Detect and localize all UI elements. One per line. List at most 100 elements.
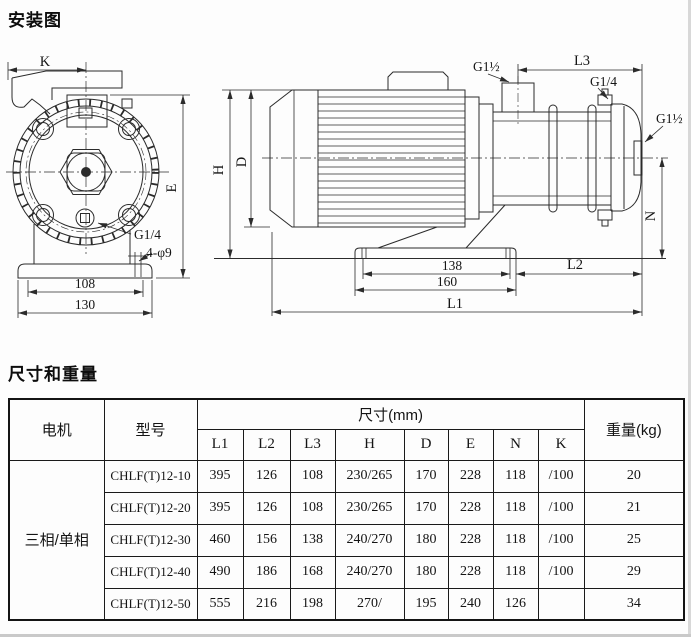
model-cell: CHLF(T)12-40	[103, 555, 198, 589]
dim-label-k: K	[40, 54, 51, 70]
dim-h	[222, 89, 292, 259]
header-size-mm: 尺寸(mm)	[196, 398, 585, 430]
cell-l1: 395	[196, 459, 244, 493]
dim-label-160: 160	[437, 274, 458, 289]
cell-n: 118	[492, 459, 539, 493]
cell-k: /100	[537, 491, 585, 525]
cell-l1: 490	[196, 555, 244, 589]
cell-weight: 21	[583, 491, 685, 525]
scan-edge-right	[688, 0, 691, 637]
motor-body	[317, 89, 466, 228]
port-top-label-g1half: G1½	[473, 59, 500, 74]
front-view-drawing	[6, 62, 190, 318]
cell-e: 240	[447, 587, 494, 621]
terminal-box	[387, 71, 449, 90]
header-col-k: K	[537, 428, 585, 461]
rim-ribs	[13, 99, 159, 245]
header-col-d: D	[403, 428, 449, 461]
side-view-drawing	[214, 64, 668, 316]
cell-e: 228	[447, 555, 494, 589]
motor-fins	[318, 96, 465, 224]
model-cell: CHLF(T)12-20	[103, 491, 198, 525]
header-col-l3: L3	[289, 428, 336, 461]
dimensions-table-wrapper: 电机 型号 尺寸(mm) 重量(kg) L1 L2 L3 H D E N K 三…	[8, 398, 686, 621]
dim-label-138: 138	[442, 258, 463, 273]
dim-label-l1: L1	[447, 296, 463, 312]
cell-l3: 108	[289, 491, 336, 525]
table-row: CHLF(T)12-20 395 126 108 230/265 170 228…	[9, 491, 685, 525]
top-boss	[66, 94, 108, 128]
cell-l1: 555	[196, 587, 244, 621]
cell-l3: 138	[289, 523, 336, 557]
g1half-right-leader	[644, 125, 664, 143]
motor-phase-cell: 三相/单相	[8, 459, 105, 621]
cell-weight: 29	[583, 555, 685, 589]
installation-diagram-title: 安装图	[8, 11, 62, 30]
cell-d: 195	[403, 587, 449, 621]
flange-bolts	[32, 118, 140, 226]
dim-label-l3: L3	[574, 53, 590, 69]
cell-l2: 126	[242, 491, 291, 525]
base-plate-side	[354, 247, 517, 259]
header-col-l2: L2	[242, 428, 291, 461]
cell-e: 228	[447, 491, 494, 525]
dim-label-h: H	[211, 164, 227, 175]
holes-label-4phi9: 4-φ9	[146, 245, 172, 260]
cell-n: 126	[492, 587, 539, 621]
cell-h: 240/270	[334, 555, 405, 589]
header-col-e: E	[447, 428, 494, 461]
cell-l3: 198	[289, 587, 336, 621]
dimensions-weight-table: 电机 型号 尺寸(mm) 重量(kg) L1 L2 L3 H D E N K 三…	[8, 398, 686, 621]
cell-h: 240/270	[334, 523, 405, 557]
dim-108-130	[17, 280, 153, 318]
port-right-label-g1half: G1½	[656, 111, 683, 126]
dim-l3	[517, 64, 643, 316]
drain-plug	[75, 208, 95, 228]
dim-label-e: E	[164, 183, 180, 192]
dim-e	[110, 94, 190, 279]
cell-k: /100	[537, 459, 585, 493]
port-label-g14-front: G1/4	[134, 227, 161, 242]
header-col-h: H	[334, 428, 405, 461]
cell-l3: 108	[289, 459, 336, 493]
base-plate	[17, 263, 153, 279]
g14-leader	[97, 222, 132, 235]
dim-d	[244, 90, 270, 228]
cell-n: 118	[492, 491, 539, 525]
cell-h: 270/	[334, 587, 405, 621]
g14-side-leader	[597, 87, 609, 100]
plug-label-g14: G1/4	[590, 74, 617, 89]
cell-l2: 156	[242, 523, 291, 557]
cell-l2: 186	[242, 555, 291, 589]
header-col-n: N	[492, 428, 539, 461]
model-cell: CHLF(T)12-50	[103, 587, 198, 621]
dim-label-d: D	[234, 157, 250, 167]
model-cell: CHLF(T)12-30	[103, 523, 198, 557]
cell-d: 170	[403, 491, 449, 525]
center-hex-plug	[59, 149, 113, 195]
g1half-top-leader	[487, 73, 510, 83]
pedestal	[33, 224, 131, 264]
cell-l1: 460	[196, 523, 244, 557]
pump-head	[464, 82, 643, 227]
header-motor: 电机	[8, 398, 105, 461]
table-row: CHLF(T)12-30 460 156 138 240/270 180 228…	[9, 523, 685, 557]
header-model: 型号	[103, 398, 198, 461]
dim-label-130: 130	[75, 297, 96, 312]
dim-k	[7, 62, 86, 80]
header-col-l1: L1	[196, 428, 244, 461]
table-row: CHLF(T)12-50 555 216 198 270/ 195 240 12…	[9, 587, 685, 621]
cell-weight: 34	[583, 587, 685, 621]
dim-label-l2: L2	[567, 257, 583, 273]
cell-l3: 168	[289, 555, 336, 589]
cell-d: 170	[403, 459, 449, 493]
cell-l2: 216	[242, 587, 291, 621]
model-cell: CHLF(T)12-10	[103, 459, 198, 493]
cell-n: 118	[492, 523, 539, 557]
scan-edge-bottom	[0, 634, 691, 637]
support-brackets	[377, 204, 506, 249]
dim-label-n: N	[643, 210, 659, 221]
cell-e: 228	[447, 523, 494, 557]
cell-k: /100	[537, 555, 585, 589]
